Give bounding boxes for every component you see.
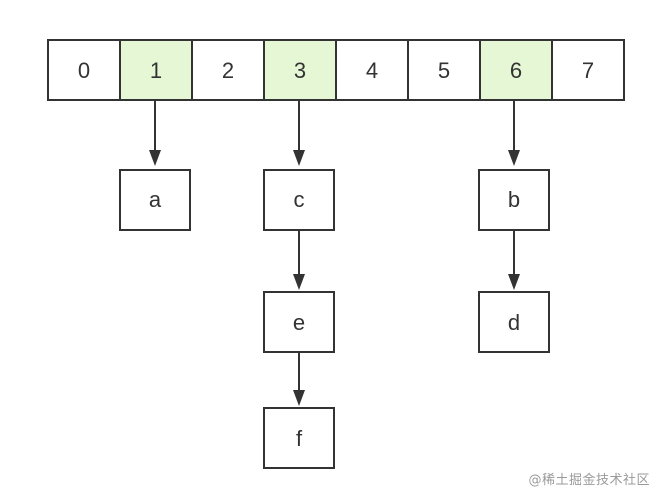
arrow-cell-6-to-b — [508, 100, 520, 166]
node-b: b — [478, 169, 550, 231]
array-cell-3: 3 — [263, 39, 337, 101]
array-row: 0 1 2 3 4 5 6 7 — [47, 39, 625, 101]
node-label: d — [508, 310, 520, 335]
node-f: f — [263, 407, 335, 469]
node-e: e — [263, 291, 335, 353]
arrow-e-to-f — [293, 352, 305, 406]
array-cell-label: 2 — [222, 58, 234, 83]
node-a: a — [119, 169, 191, 231]
array-cell-label: 1 — [150, 58, 162, 83]
arrow-c-to-e — [293, 230, 305, 290]
node-c: c — [263, 169, 335, 231]
node-label: b — [508, 187, 520, 212]
arrow-cell-3-to-c — [293, 100, 305, 166]
array-cell-label: 7 — [582, 58, 594, 83]
links — [149, 100, 520, 406]
array-cell-label: 4 — [366, 58, 378, 83]
node-d: d — [478, 291, 550, 353]
array-cell-2: 2 — [191, 39, 265, 101]
array-cell-4: 4 — [335, 39, 409, 101]
watermark-text: @稀土掘金技术社区 — [528, 473, 650, 488]
node-label: f — [296, 426, 303, 451]
array-cell-5: 5 — [407, 39, 481, 101]
node-label: a — [149, 187, 162, 212]
nodes: a c e f b d — [119, 169, 550, 469]
array-cell-label: 3 — [294, 58, 306, 83]
array-cell-1: 1 — [119, 39, 193, 101]
array-cell-0: 0 — [47, 39, 121, 101]
arrow-b-to-d — [508, 230, 520, 290]
array-cell-label: 6 — [510, 58, 522, 83]
node-label: e — [293, 310, 305, 335]
array-cell-7: 7 — [551, 39, 625, 101]
arrow-cell-1-to-a — [149, 100, 161, 166]
array-cell-label: 0 — [78, 58, 90, 83]
node-label: c — [294, 187, 305, 212]
array-cell-label: 5 — [438, 58, 450, 83]
array-cell-6: 6 — [479, 39, 553, 101]
